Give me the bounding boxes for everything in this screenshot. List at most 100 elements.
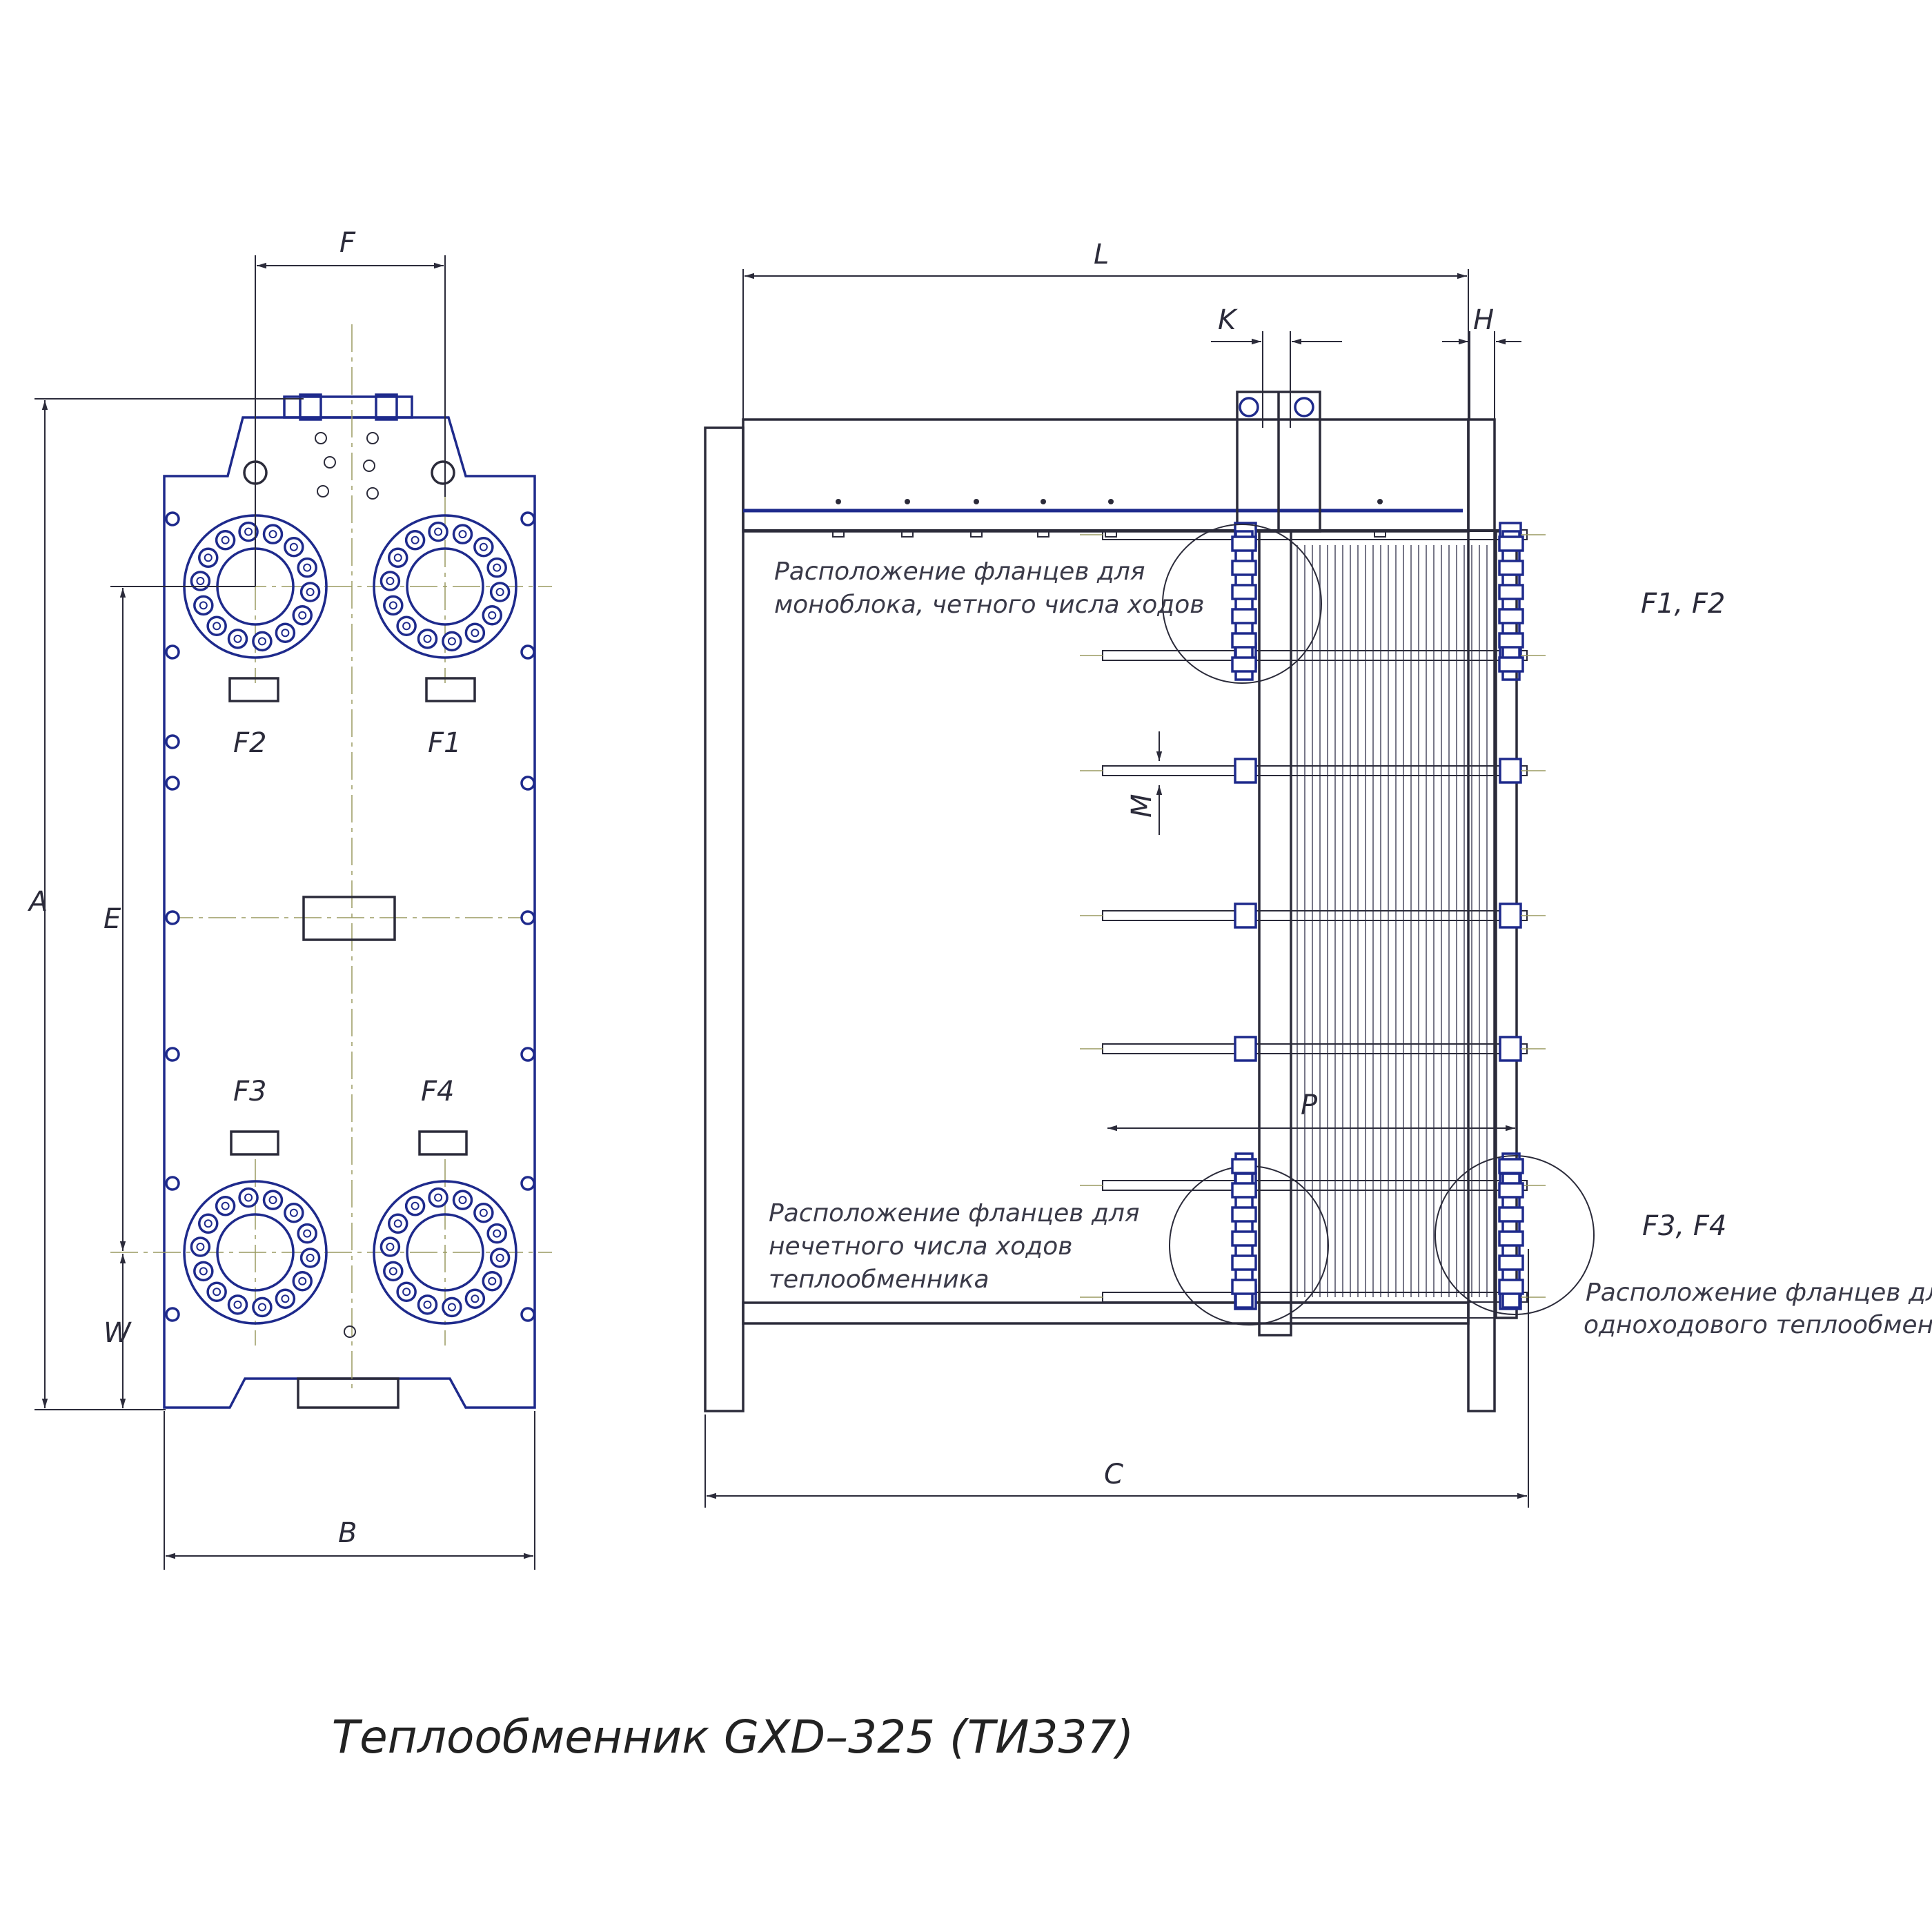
flange-bolt (387, 547, 408, 569)
flange-highlight-even (1162, 524, 1322, 684)
edge-bolt (165, 1307, 180, 1322)
flange-bolt (284, 1202, 304, 1223)
flange-bolt (292, 604, 313, 626)
port-label-f3: F3 (233, 1076, 266, 1107)
flange-stack (1231, 1152, 1257, 1309)
edge-bolt (165, 1047, 180, 1062)
dim-label-h: H (1473, 304, 1494, 336)
flange-bolt (227, 629, 248, 649)
label-plate-f4 (418, 1130, 468, 1156)
note-odd-line2: нечетного числа ходов (769, 1232, 1072, 1261)
flange-bolt (297, 1223, 317, 1244)
flange-bolt (262, 1190, 284, 1210)
tie-bolt (1080, 903, 1546, 929)
flange-bolt (417, 1294, 438, 1315)
flange-stack (1498, 1152, 1524, 1309)
edge-bolt (165, 1176, 180, 1191)
flange-bolt (284, 536, 304, 558)
flange-stack (1231, 530, 1257, 681)
flange-bolt (452, 524, 473, 544)
flange-bolt (275, 1288, 296, 1309)
flange-bolt (404, 530, 426, 551)
top-bar-rivets (832, 499, 1386, 538)
bottom-foot (297, 1377, 400, 1409)
note-even-line1: Расположение фланцев для (774, 558, 1145, 586)
flange-stacks (1231, 530, 1524, 1309)
flange-bolt (442, 631, 462, 652)
flange-bolt (292, 1270, 313, 1292)
flange-bolt (252, 631, 273, 652)
edge-bolt (520, 910, 535, 925)
dim-label-m: M (1126, 793, 1158, 818)
flange-highlight-single (1435, 1155, 1595, 1315)
flange-bolt (299, 582, 321, 602)
edge-bolt (165, 776, 180, 791)
flange-bolt (442, 1297, 462, 1318)
top-hanger (283, 395, 413, 419)
flange-bolt (464, 622, 486, 643)
tie-bolt (1080, 1036, 1546, 1062)
drawing-title: Теплообменник GXD–325 (ТИ337) (332, 1711, 1134, 1764)
flange-bolt (396, 615, 417, 637)
flange-bolt (379, 1236, 401, 1257)
flange-bolt (428, 1187, 448, 1208)
dim-label-a: A (27, 886, 48, 918)
flange-bolt (193, 1261, 214, 1282)
flange-bolt (486, 557, 507, 578)
flange-bolt (206, 1281, 227, 1303)
edge-bolt (520, 1176, 535, 1191)
flange-bolt (489, 1248, 511, 1268)
flange-bolt (482, 1270, 503, 1292)
label-plate-f1 (425, 677, 476, 702)
dim-label-c: C (1104, 1459, 1123, 1490)
tie-bolt (1080, 758, 1546, 784)
side-view: L K H M P C F1, F2 F3, F4 Расположение ф… (704, 239, 1932, 1508)
edge-bolt (520, 1307, 535, 1322)
flange-bolt (238, 521, 259, 542)
flange-bolt (252, 1297, 273, 1318)
front-view: F2 F1 F3 F4 F A E W B (27, 227, 552, 1570)
edge-bolt (520, 776, 535, 791)
dim-label-f: F (339, 227, 356, 259)
flange-bolt (238, 1187, 259, 1208)
bottom-guide-bar (742, 1301, 1470, 1325)
flange-bolt (452, 1190, 473, 1210)
flange-bolt (227, 1294, 248, 1315)
label-plate-center (302, 896, 396, 941)
flange-bolt (190, 571, 211, 591)
tie-bolt (1080, 522, 1546, 548)
flange-bolt (215, 530, 236, 551)
port-f1 (373, 514, 518, 659)
side-label-f1f2: F1, F2 (1641, 588, 1725, 620)
flange-bolt (193, 595, 214, 616)
flange-stack (1498, 530, 1524, 681)
dim-label-l: L (1094, 239, 1109, 270)
flange-bolt (262, 524, 284, 544)
edge-bolt (165, 644, 180, 660)
flange-bolt (404, 1196, 426, 1216)
dim-label-b: B (338, 1517, 357, 1549)
flange-bolt (197, 1213, 219, 1234)
plate-outline (163, 416, 536, 1409)
port-f4 (373, 1180, 518, 1325)
flange-bolt (464, 1288, 486, 1309)
label-plate-f2 (228, 677, 279, 702)
edge-bolts (165, 511, 535, 1322)
rear-support-column (1467, 418, 1496, 1412)
label-plate-f3 (230, 1130, 279, 1156)
hanger-clip-right (375, 393, 398, 421)
note-odd-line1: Расположение фланцев для (769, 1199, 1140, 1228)
fixed-frame-plate (704, 426, 745, 1412)
note-single-line1: Расположение фланцев для (1586, 1279, 1932, 1307)
flange-bolt (383, 1261, 404, 1282)
edge-bolt (165, 910, 180, 925)
flange-bolt (299, 1248, 321, 1268)
flange-bolt (383, 595, 404, 616)
flange-bolt (489, 582, 511, 602)
note-single-line2: одноходового теплообменника (1584, 1311, 1932, 1339)
flange-bolt (379, 571, 401, 591)
flange-bolt (215, 1196, 236, 1216)
port-label-f1: F1 (428, 727, 461, 759)
flange-bolt (428, 521, 448, 542)
